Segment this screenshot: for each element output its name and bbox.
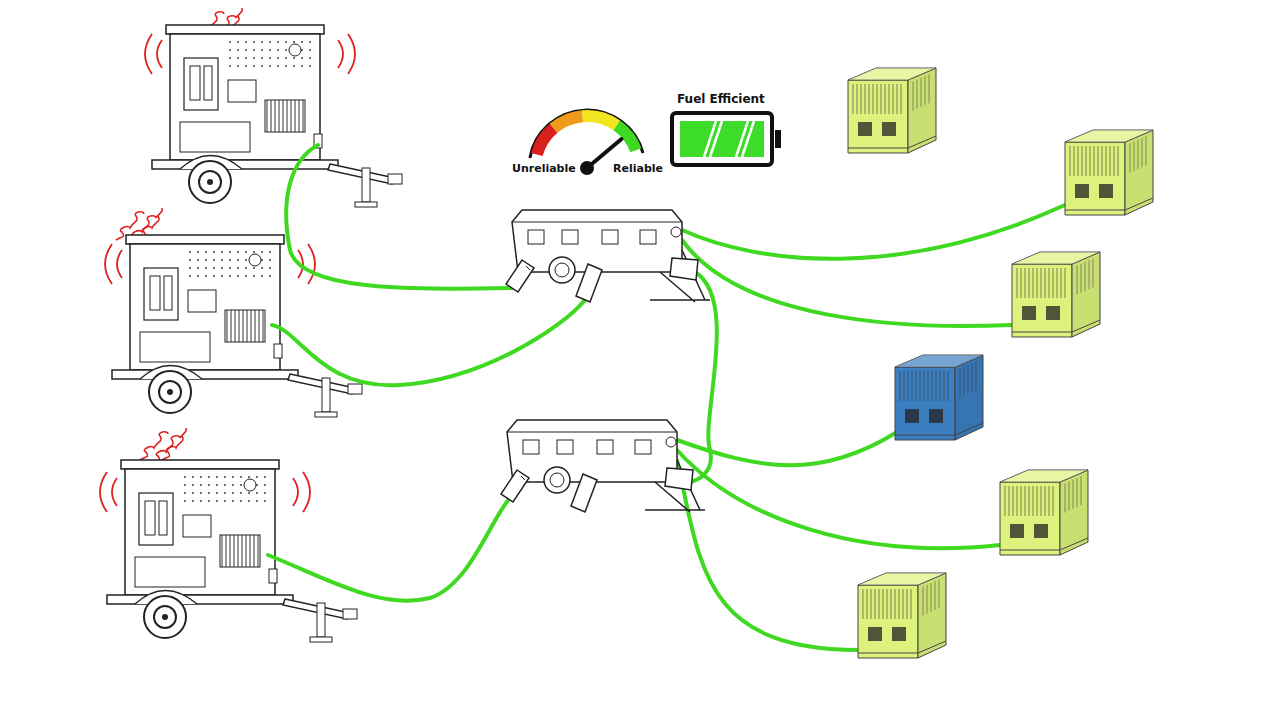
drawing-part <box>506 210 710 302</box>
gauge-label: Reliable <box>613 163 663 175</box>
drawing-part <box>672 113 772 165</box>
battery-icon <box>672 113 781 165</box>
drawing-part <box>501 420 705 512</box>
drawing-part <box>537 128 554 154</box>
drawing-part <box>583 116 617 125</box>
drawing-part <box>140 428 186 464</box>
drawing-part <box>677 460 858 650</box>
drawing-part <box>895 355 983 440</box>
drawing-part <box>286 145 515 289</box>
drawing-part <box>152 25 402 207</box>
drawing-part <box>858 573 946 658</box>
drawing-part <box>554 116 583 128</box>
drawing-part <box>677 432 897 465</box>
generator-3 <box>100 428 357 642</box>
battery-label: Fuel Efficient <box>677 93 765 106</box>
drawing-part <box>775 130 781 148</box>
drawing-part <box>1000 470 1088 555</box>
drawing-part <box>1012 252 1100 337</box>
drawing-part <box>704 121 754 157</box>
distribution-box-1 <box>506 210 710 302</box>
drawing-part <box>530 110 643 158</box>
drawing-part <box>848 68 936 153</box>
drawing-part <box>682 205 1065 259</box>
drawing-part <box>680 121 764 157</box>
drawing-part <box>107 460 357 642</box>
drawing-part <box>617 125 636 150</box>
generator-1 <box>145 8 402 207</box>
drawing-part <box>268 498 510 601</box>
drawing-part <box>677 450 1000 548</box>
generator-2 <box>105 208 362 417</box>
drawing-part <box>1065 130 1153 215</box>
drawing-part <box>112 235 362 417</box>
drawing-part <box>272 300 585 385</box>
air-conditioners <box>848 68 1153 658</box>
gauge-label: Unreliable <box>512 163 576 175</box>
drawing-part <box>580 161 594 175</box>
distribution-box-2 <box>501 420 705 512</box>
drawing-part <box>682 240 1012 326</box>
